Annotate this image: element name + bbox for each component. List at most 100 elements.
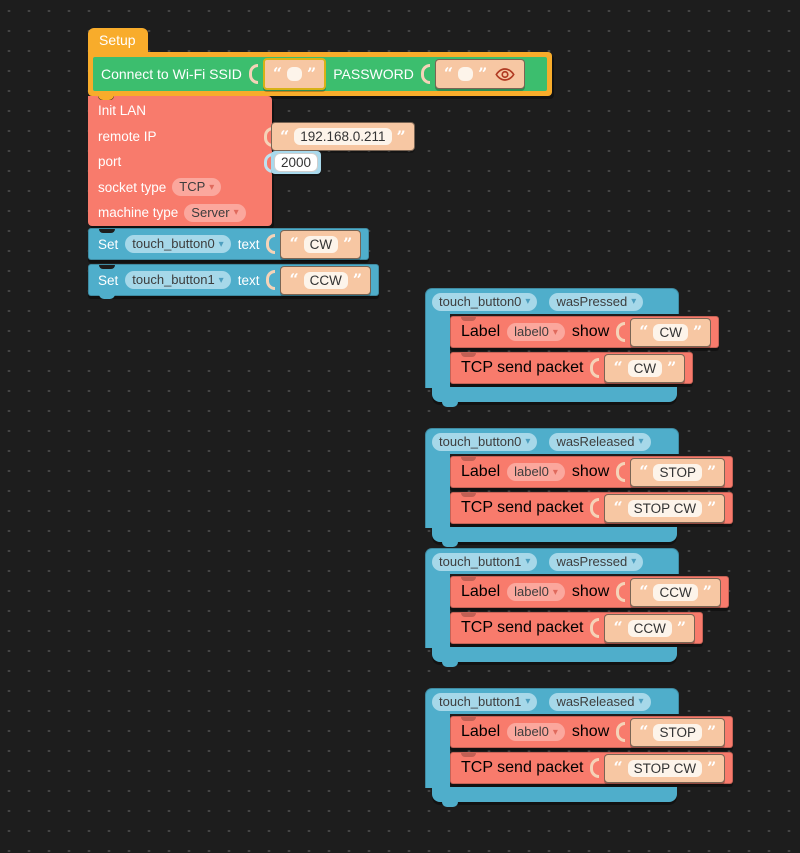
event-header[interactable]: touch_button1 ▾ wasPressed ▾ — [425, 548, 679, 574]
event-block-touch-button1-pressed[interactable]: touch_button1 ▾ wasPressed ▾ Label label… — [425, 548, 735, 667]
caret-down-icon: ▾ — [233, 207, 239, 219]
string-literal[interactable]: “ STOP CW ” — [604, 753, 726, 783]
string-value-field[interactable]: CCW — [303, 271, 348, 289]
open-quote: “ — [613, 618, 623, 637]
caret-down-icon: ▾ — [218, 274, 224, 286]
tcp-send-packet-block[interactable]: TCP send packet “ CW ” — [450, 352, 694, 384]
socket-type-dropdown[interactable]: TCP ▾ — [172, 178, 222, 197]
event-target-dropdown[interactable]: touch_button0 ▾ — [432, 292, 538, 311]
set-label: Set — [98, 236, 119, 252]
caret-down-icon: ▾ — [552, 326, 558, 338]
input-socket — [616, 722, 626, 742]
touch-button-dropdown[interactable]: touch_button1 ▾ — [125, 271, 231, 289]
caret-down-icon: ▾ — [552, 586, 558, 598]
string-literal[interactable]: “ CCW ” — [280, 265, 372, 295]
event-trigger-dropdown[interactable]: wasReleased ▾ — [549, 692, 651, 711]
string-value-field[interactable]: CW — [653, 323, 688, 341]
event-trigger-dropdown[interactable]: wasReleased ▾ — [549, 432, 651, 451]
caret-down-icon: ▾ — [209, 181, 215, 193]
input-socket — [264, 126, 273, 147]
input-socket — [266, 234, 276, 254]
event-trigger-dropdown[interactable]: wasPressed ▾ — [549, 292, 644, 311]
event-footer — [432, 647, 677, 667]
string-value-field[interactable]: CW — [627, 359, 663, 377]
close-quote: ” — [692, 322, 703, 341]
string-literal[interactable]: “ CW ” — [630, 317, 712, 347]
ssid-string-literal[interactable]: “ ” — [262, 58, 327, 90]
password-visibility-eye-icon[interactable] — [494, 67, 516, 82]
ssid-value-field[interactable] — [287, 67, 303, 81]
tcp-send-packet-block[interactable]: TCP send packet “ STOP CW ” — [450, 752, 734, 784]
password-string-literal[interactable]: “ ” — [434, 59, 526, 89]
string-value-field[interactable]: STOP — [653, 463, 702, 481]
event-header[interactable]: touch_button0 ▾ wasReleased ▾ — [425, 428, 679, 454]
string-literal[interactable]: “ STOP ” — [630, 457, 726, 487]
block-connector-tab — [442, 662, 458, 667]
caret-down-icon: ▾ — [525, 556, 531, 567]
string-value-field[interactable]: STOP CW — [627, 499, 703, 517]
string-literal[interactable]: “ STOP CW ” — [604, 493, 726, 523]
touch-button-dropdown[interactable]: touch_button0 ▾ — [125, 235, 231, 253]
event-block-touch-button1-released[interactable]: touch_button1 ▾ wasReleased ▾ Label labe… — [425, 688, 735, 807]
label-show-block[interactable]: Label label0 ▾ show “ STOP ” — [450, 716, 734, 748]
wifi-connect-block[interactable]: Connect to Wi-Fi SSID “ ” PASSWORD “ ” — [93, 57, 547, 91]
label-show-block[interactable]: Label label0 ▾ show “ STOP ” — [450, 456, 734, 488]
init-lan-block[interactable]: Init LAN remote IP port socket type TCP … — [88, 96, 415, 226]
label-target-dropdown[interactable]: label0 ▾ — [507, 723, 565, 741]
open-quote: “ — [639, 462, 649, 481]
port-value-field[interactable]: 2000 — [274, 153, 319, 172]
caret-down-icon: ▾ — [525, 296, 531, 307]
label-target-dropdown[interactable]: label0 ▾ — [507, 583, 565, 601]
event-block-touch-button0-pressed[interactable]: touch_button0 ▾ wasPressed ▾ Label label… — [425, 288, 735, 407]
event-footer — [432, 787, 677, 807]
show-verb: show — [571, 323, 610, 340]
close-quote: ” — [707, 758, 717, 777]
string-value-field[interactable]: STOP CW — [627, 759, 703, 777]
dropdown-value: touch_button0 — [439, 433, 522, 449]
string-literal[interactable]: “ CCW ” — [630, 577, 721, 607]
text-property-label: text — [237, 272, 260, 288]
input-socket — [420, 64, 430, 84]
string-value-field[interactable]: CCW — [653, 583, 698, 601]
string-literal[interactable]: “ CW ” — [604, 353, 686, 383]
remote-ip-string-literal[interactable]: “ 192.168.0.211 ” — [271, 122, 415, 151]
string-literal[interactable]: “ CW ” — [280, 229, 362, 259]
set-touch-button0-text-block[interactable]: Set touch_button0 ▾ text “ CW ” — [88, 228, 370, 260]
string-value-field[interactable]: STOP — [653, 723, 702, 741]
tcp-send-packet-block[interactable]: TCP send packet “ STOP CW ” — [450, 492, 734, 524]
open-quote: “ — [272, 64, 283, 83]
event-target-dropdown[interactable]: touch_button1 ▾ — [432, 692, 538, 711]
setup-block-body[interactable]: Connect to Wi-Fi SSID “ ” PASSWORD “ ” — [88, 52, 552, 100]
port-number-block[interactable]: 2000 — [271, 151, 322, 174]
label-verb: Label — [461, 723, 501, 740]
label-show-block[interactable]: Label label0 ▾ show “ CW ” — [450, 316, 720, 348]
event-target-dropdown[interactable]: touch_button0 ▾ — [432, 432, 538, 451]
remote-ip-value-field[interactable]: 192.168.0.211 — [294, 128, 392, 145]
block-connector-tab — [99, 294, 115, 299]
string-literal[interactable]: “ CCW ” — [604, 613, 696, 643]
input-socket — [616, 582, 626, 602]
event-target-dropdown[interactable]: touch_button1 ▾ — [432, 552, 538, 571]
label-target-dropdown[interactable]: label0 ▾ — [507, 463, 565, 481]
block-connector-tab — [98, 95, 114, 100]
machine-type-dropdown[interactable]: Server ▾ — [184, 203, 246, 222]
tcp-send-label: TCP send packet — [461, 619, 584, 636]
machine-type-label: machine type — [98, 205, 179, 221]
event-header[interactable]: touch_button1 ▾ wasReleased ▾ — [425, 688, 679, 714]
caret-down-icon: ▾ — [218, 238, 224, 250]
event-trigger-dropdown[interactable]: wasPressed ▾ — [549, 552, 644, 571]
close-quote: ” — [307, 64, 317, 83]
string-value-field[interactable]: CW — [303, 235, 339, 253]
label-show-block[interactable]: Label label0 ▾ show “ CCW ” — [450, 576, 729, 608]
password-value-field[interactable] — [458, 67, 474, 81]
string-literal[interactable]: “ STOP ” — [630, 717, 726, 747]
event-block-touch-button0-released[interactable]: touch_button0 ▾ wasReleased ▾ Label labe… — [425, 428, 735, 547]
open-quote: “ — [639, 582, 649, 601]
tcp-send-label: TCP send packet — [461, 359, 584, 376]
label-target-dropdown[interactable]: label0 ▾ — [507, 323, 565, 341]
set-touch-button1-text-block[interactable]: Set touch_button1 ▾ text “ CCW ” — [88, 264, 380, 299]
string-value-field[interactable]: CCW — [627, 619, 672, 637]
event-header[interactable]: touch_button0 ▾ wasPressed ▾ — [425, 288, 679, 314]
tcp-send-packet-block[interactable]: TCP send packet “ CCW ” — [450, 612, 704, 644]
